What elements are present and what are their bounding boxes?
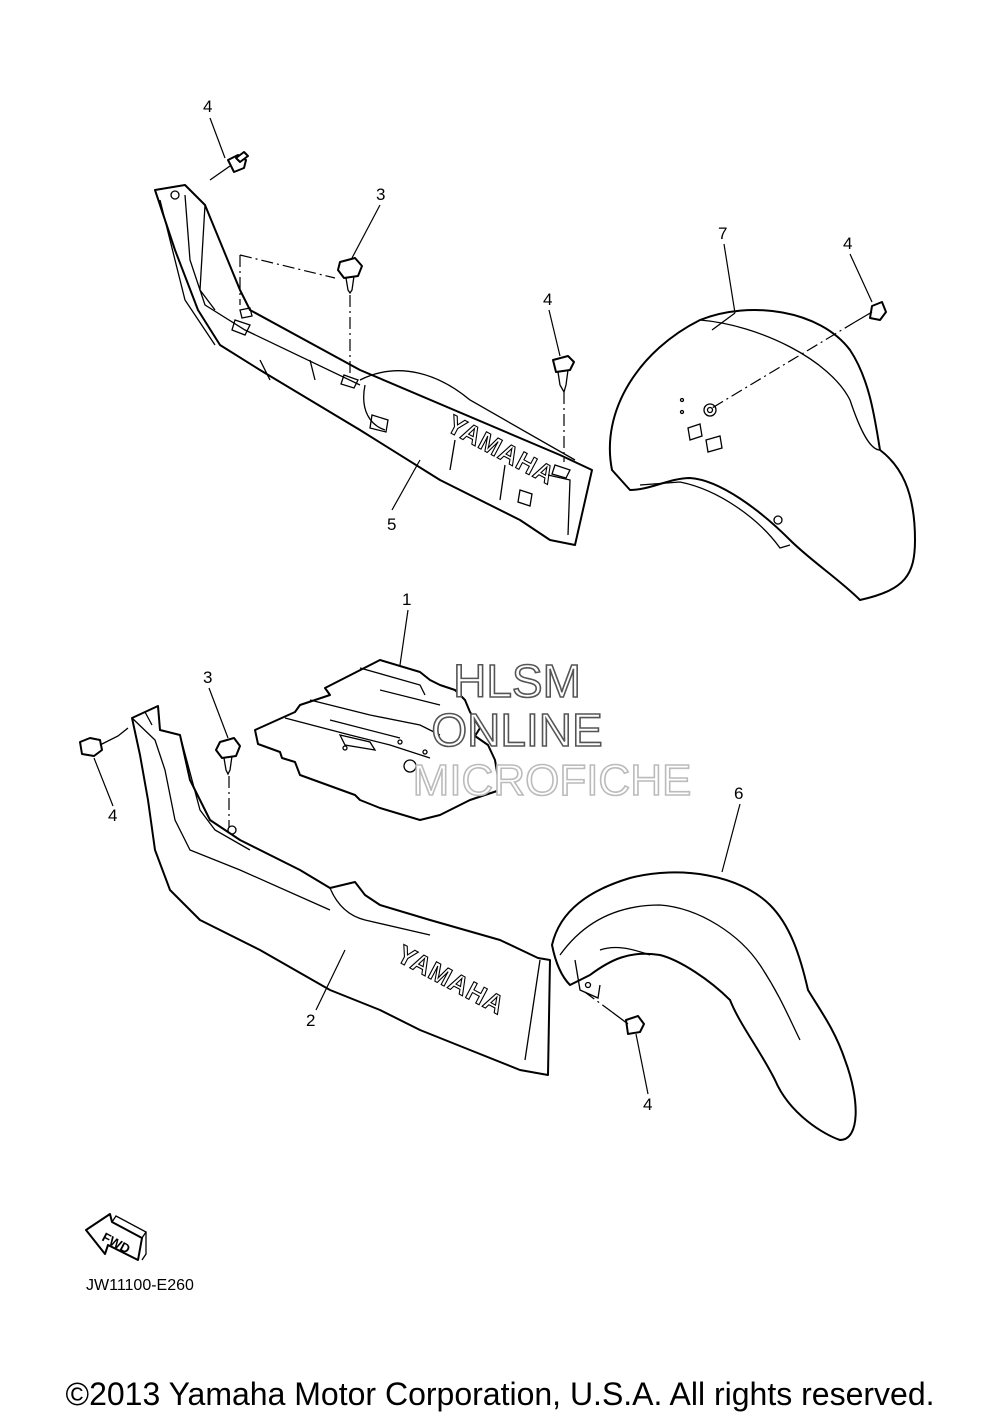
watermark-line-3: MICROFICHE bbox=[413, 756, 692, 805]
callout-4-right: 4 bbox=[843, 234, 852, 253]
callout-4-top: 4 bbox=[203, 97, 212, 116]
bolt-3-bottom bbox=[215, 737, 241, 776]
part-1-floor-mat bbox=[254, 659, 501, 821]
part-2-side-panel: YAMAHA bbox=[131, 705, 551, 1076]
clip-4-top bbox=[209, 151, 249, 181]
callout-3-bottom: 3 bbox=[203, 668, 212, 687]
watermark-line-2: ONLINE bbox=[431, 704, 602, 756]
parts-diagram: YAMAHA YAMAHA bbox=[79, 97, 916, 1294]
callout-2: 2 bbox=[306, 1011, 315, 1030]
callout-4-mid: 4 bbox=[543, 290, 552, 309]
watermark-line-1: HLSM bbox=[453, 655, 581, 707]
fwd-arrow-icon: FWD bbox=[85, 1213, 147, 1261]
callout-6: 6 bbox=[734, 784, 743, 803]
part-5-side-panel: YAMAHA bbox=[154, 184, 593, 546]
bolt-3-top bbox=[337, 257, 363, 295]
clip-4-mid bbox=[552, 355, 575, 394]
callout-5: 5 bbox=[387, 515, 396, 534]
callout-4-bottom: 4 bbox=[643, 1095, 652, 1114]
callout-4-left: 4 bbox=[108, 806, 117, 825]
diagram-code: JW11100-E260 bbox=[86, 1277, 194, 1294]
callout-3-top: 3 bbox=[376, 185, 385, 204]
clip-4-left bbox=[79, 727, 129, 757]
clip-4-right bbox=[854, 301, 887, 323]
clip-4-bottom bbox=[611, 1011, 645, 1035]
copyright-notice: ©2013 Yamaha Motor Corporation, U.S.A. A… bbox=[65, 1376, 935, 1412]
part-6-fender bbox=[551, 871, 857, 1141]
callout-1: 1 bbox=[402, 590, 411, 609]
callout-7: 7 bbox=[718, 224, 727, 243]
part-7-fender bbox=[608, 309, 916, 601]
